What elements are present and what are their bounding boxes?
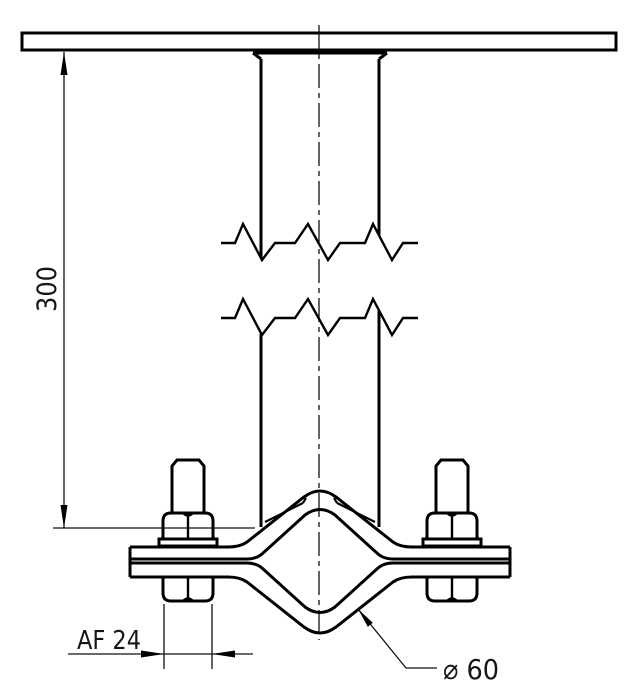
stud-left (170, 458, 206, 513)
washer-right (421, 537, 483, 548)
clamp-lower-strap-outer (130, 575, 510, 635)
pipe-tube (259, 59, 381, 527)
arrowhead-up (60, 52, 68, 75)
washer-left (157, 537, 219, 548)
arrowhead-left (212, 650, 235, 658)
tube-end-edge-marks (264, 497, 376, 523)
bolt-right (421, 458, 483, 603)
leader-line (357, 608, 437, 669)
dimension-height: 300 (32, 52, 255, 529)
dimension-af-text: AF 24 (77, 626, 141, 656)
arrowhead-down (60, 505, 68, 528)
label-diameter: ⌀ 60 (357, 608, 499, 686)
pipe-clamp (128, 489, 512, 635)
clamp-lower-strap-inner (130, 561, 510, 614)
clamp-upper-strap-inner (130, 508, 510, 561)
leader-arrowhead (358, 609, 373, 627)
arrowhead-right (141, 650, 164, 658)
tube-collar (252, 51, 388, 61)
bolt-left (157, 458, 219, 603)
clamp-upper-strap-outer (130, 489, 510, 549)
stud-right (434, 458, 470, 513)
clamp-end-caps (128, 547, 512, 577)
dimension-height-text: 300 (32, 266, 63, 312)
break-line-lower (221, 296, 418, 338)
dimension-across-flats: AF 24 (68, 604, 253, 669)
diameter-text: ⌀ 60 (443, 653, 499, 686)
break-line-upper (221, 221, 418, 263)
extension-lines-nut (163, 604, 213, 669)
